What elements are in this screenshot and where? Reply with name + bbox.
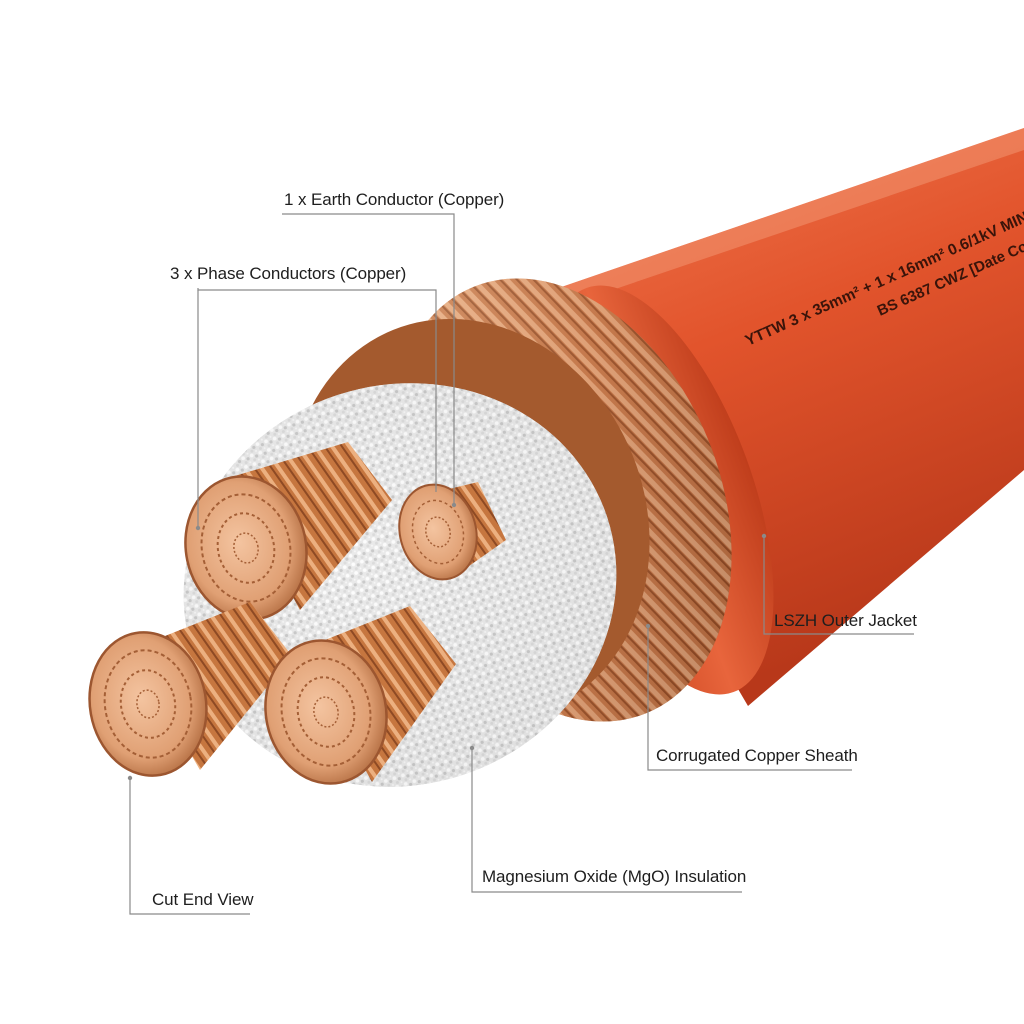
leader-phase (197, 288, 437, 492)
phase-conductor-1 (184, 442, 392, 621)
leader-dots (127, 502, 767, 781)
label-lszh-outer-jacket: LSZH Outer Jacket (774, 611, 917, 630)
earth-conductor (398, 482, 506, 581)
leader-jacket (763, 536, 914, 635)
phase-conductor-3 (264, 606, 456, 785)
leader-earth (282, 213, 455, 505)
leader-cut-end (129, 778, 250, 915)
leader-insulation (471, 748, 742, 893)
label-cut-end-view: Cut End View (152, 890, 254, 909)
leader-sheath (647, 626, 852, 771)
phase-conductor-2 (88, 602, 292, 777)
leader-lines (129, 213, 914, 915)
label-mgo-insulation: Magnesium Oxide (MgO) Insulation (482, 867, 747, 886)
label-earth-conductor: 1 x Earth Conductor (Copper) (284, 190, 505, 209)
label-corrugated-copper-sheath: Corrugated Copper Sheath (656, 746, 858, 765)
label-phase-conductors: 3 x Phase Conductors (Copper) (170, 264, 407, 283)
